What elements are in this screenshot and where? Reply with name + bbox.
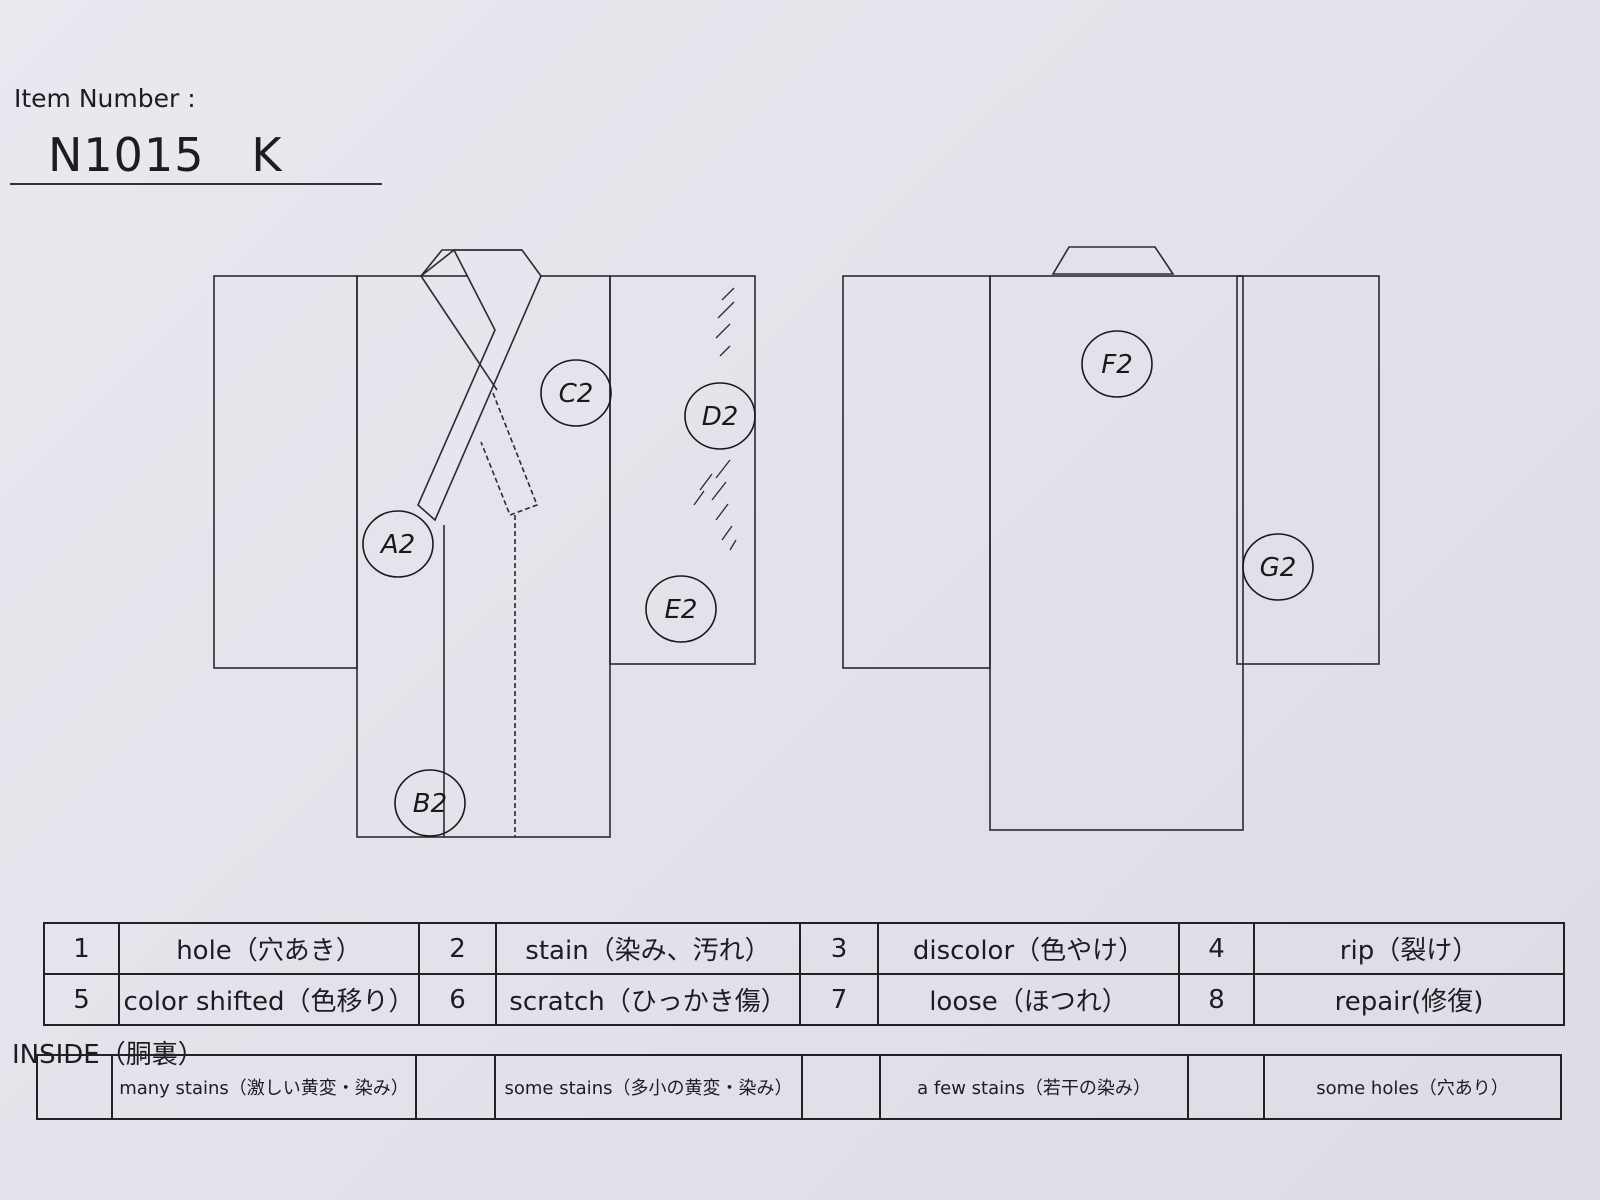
legend-code: 4 [1178,922,1255,975]
damage-legend-table: 1 hole（穴あき） 2 stain（染み、汚れ） 3 discolor（色や… [43,922,1565,1026]
damage-mark-a: A2 [362,510,434,578]
inside-option: many stains（激しい黄変・染み） [111,1054,417,1120]
legend-row: 5 color shifted（色移り） 6 scratch（ひっかき傷） 7 … [43,973,1565,1026]
mark-circle [362,510,434,578]
legend-text: discolor（色やけ） [877,922,1180,975]
damage-mark-d: D2 [684,382,756,450]
front-collar [417,248,542,522]
item-number: N1015 K [48,128,283,182]
mark-label: E2 [665,595,698,625]
front-left-sleeve [213,275,358,669]
inside-checkbox-a-few-stains[interactable] [801,1054,881,1120]
legend-code: 8 [1178,973,1255,1026]
legend-text: stain（染み、汚れ） [495,922,801,975]
inside-checkbox-many-stains[interactable] [36,1054,113,1120]
legend-text: color shifted（色移り） [118,973,420,1026]
item-number-underline [10,183,382,185]
inside-checkbox-some-stains[interactable] [415,1054,496,1120]
inner-collar-dashed [480,392,539,517]
mark-label: C2 [559,379,594,409]
mark-circle [394,769,466,837]
legend-text: repair(修復) [1253,973,1565,1026]
stain-hatching [693,287,737,551]
mark-circle [684,382,756,450]
legend-code: 6 [418,973,497,1026]
mark-label: B2 [413,789,447,819]
mark-circle [1081,330,1153,398]
damage-mark-f: F2 [1081,330,1153,398]
legend-text: hole（穴あき） [118,922,420,975]
legend-text: loose（ほつれ） [877,973,1180,1026]
legend-code: 2 [418,922,497,975]
back-view [842,246,1380,831]
inside-row: many stains（激しい黄変・染み） some stains（多小の黄変・… [36,1054,1562,1120]
damage-mark-e: E2 [645,575,717,643]
legend-text: scratch（ひっかき傷） [495,973,801,1026]
front-view [213,248,756,838]
damage-mark-g: G2 [1242,533,1314,601]
mark-circle [645,575,717,643]
inside-option: some stains（多小の黄変・染み） [494,1054,803,1120]
inside-option: some holes（穴あり） [1263,1054,1562,1120]
mark-circle [540,359,612,427]
mark-label: A2 [379,530,415,560]
item-number-label: Item Number : [14,84,196,113]
back-collar [1051,246,1175,275]
back-right-sleeve [1236,275,1380,665]
mark-label: F2 [1101,350,1133,380]
legend-code: 7 [799,973,879,1026]
mark-label: D2 [702,402,739,432]
legend-text: rip（裂け） [1253,922,1565,975]
legend-row: 1 hole（穴あき） 2 stain（染み、汚れ） 3 discolor（色や… [43,922,1565,975]
back-body [989,275,1244,831]
back-left-sleeve [842,275,991,669]
legend-code: 5 [43,973,120,1026]
legend-code: 3 [799,922,879,975]
inside-option: a few stains（若干の染み） [879,1054,1189,1120]
front-right-sleeve [609,275,756,665]
inside-condition-table: many stains（激しい黄変・染み） some stains（多小の黄変・… [36,1054,1562,1120]
mark-label: G2 [1260,553,1297,583]
damage-mark-b: B2 [394,769,466,837]
legend-code: 1 [43,922,120,975]
mark-circle [1242,533,1314,601]
damage-mark-c: C2 [540,359,612,427]
inside-checkbox-some-holes[interactable] [1187,1054,1265,1120]
